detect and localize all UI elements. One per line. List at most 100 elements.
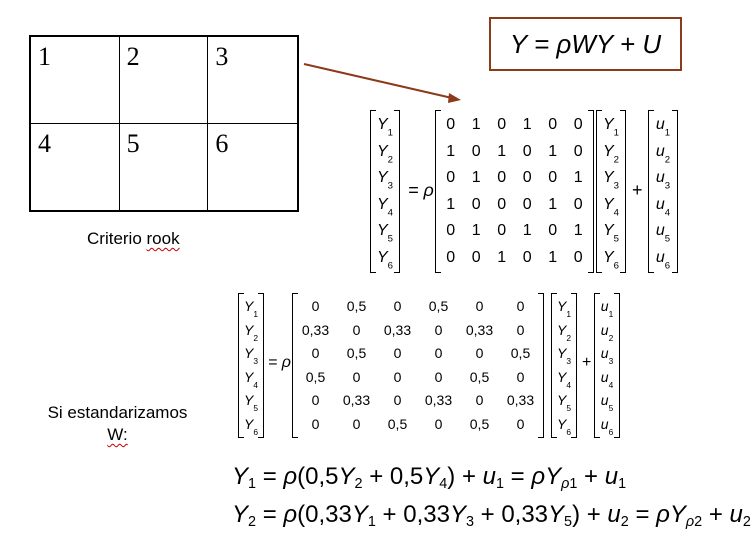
matrix-entry: 0	[311, 298, 320, 314]
grid-cell: 3	[208, 37, 297, 124]
matrix-entry: 0,33	[383, 321, 412, 338]
matrix-entry: 0	[434, 321, 443, 338]
matrix-entry: Y2	[556, 321, 571, 343]
matrix-entry: u3	[655, 169, 671, 192]
grid-cell: 1	[31, 37, 120, 124]
matrix-entry: 1	[497, 142, 507, 160]
matrix-entry: 0	[471, 195, 481, 213]
matrix-entry: 0,5	[305, 368, 326, 385]
matrix-entry: u4	[655, 195, 671, 219]
matrix-entry: 0	[522, 142, 532, 160]
matrix-entry: 0	[393, 298, 402, 314]
matrix-entry: 0	[475, 392, 484, 408]
matrix-entry: 0,5	[428, 298, 449, 314]
matrix-bracket	[596, 110, 626, 273]
matrix-bracket	[292, 293, 544, 438]
matrix-entry: 0	[475, 345, 484, 361]
matrix-entry: Y5	[243, 392, 258, 413]
region-grid: 1 2 3 4 5 6	[29, 35, 299, 212]
matrix-entry: 0,5	[346, 345, 367, 361]
matrix-entry: 0	[393, 392, 402, 408]
matrix-entry: u6	[600, 415, 614, 437]
matrix-bracket	[238, 293, 264, 438]
grid-cell: 2	[119, 37, 209, 124]
matrix-entry: Y1	[602, 116, 619, 139]
matrix-entry: u1	[600, 298, 614, 319]
matrix-entry: 1	[548, 142, 558, 160]
matrix-entry: 0,5	[469, 415, 490, 432]
matrix-entry: 0	[393, 345, 402, 361]
matrix-entry: Y1	[376, 116, 393, 139]
matrix-entry: 1	[471, 116, 481, 133]
plus-operator: +	[632, 179, 643, 200]
matrix-entry: Y6	[376, 248, 393, 272]
matrix-entry: Y5	[556, 392, 571, 413]
matrix-entry: 1	[471, 169, 481, 186]
matrix-entry: 0,33	[301, 321, 330, 338]
matrix-entry: 0,5	[387, 415, 408, 432]
matrix-entry: 0	[434, 345, 443, 361]
matrix-entry: Y6	[556, 415, 571, 437]
matrix-entry: 0,5	[510, 345, 531, 361]
matrix-entry: 0	[446, 116, 456, 133]
matrix-entry: Y4	[556, 368, 571, 390]
grid-cell: 4	[31, 123, 120, 210]
matrix-entry: 0	[497, 195, 507, 213]
matrix-entry: 0	[434, 415, 443, 432]
arrow	[303, 63, 461, 103]
matrix-entry: 0	[434, 368, 443, 385]
matrix-entry: 1	[497, 248, 507, 266]
matrix-entry: 1	[471, 222, 481, 239]
matrix-entry: 1	[573, 169, 583, 186]
formula-y1: Y1 = ρ(0,5Y2 + 0,5Y4) + u1 = ρYρ1 + u1	[232, 463, 627, 492]
matrix-entry: u5	[600, 392, 614, 413]
matrix-entry: 0	[446, 222, 456, 239]
matrix-entry: Y1	[556, 298, 571, 319]
caption-standardize: Si estandarizamos W:	[47, 403, 188, 444]
matrix-entry: 0	[497, 169, 507, 186]
matrix-entry: Y5	[602, 222, 619, 245]
plus-operator: +	[582, 353, 592, 371]
matrix-entry: u1	[655, 116, 671, 139]
grid-cell: 5	[120, 123, 209, 210]
matrix-entry: 1	[446, 195, 456, 213]
matrix-entry: 0,33	[506, 392, 535, 408]
matrix-bracket	[551, 293, 577, 438]
formula-y2: Y2 = ρ(0,33Y1 + 0,33Y3 + 0,33Y5) + u2 = …	[232, 501, 751, 530]
matrix-entry: 0	[475, 298, 484, 314]
matrix-entry: 0	[471, 248, 481, 266]
matrix-entry: 0	[311, 345, 320, 361]
matrix-bracket	[594, 293, 620, 438]
matrix-entry: Y2	[376, 142, 393, 166]
matrix-entry: 0	[311, 415, 320, 432]
matrix-entry: 0,33	[342, 392, 371, 408]
matrix-entry: 0	[311, 392, 320, 408]
matrix-bracket	[370, 110, 400, 273]
matrix-bracket	[648, 110, 678, 273]
matrix-entry: 0	[352, 368, 361, 385]
matrix-entry: u5	[655, 222, 671, 245]
matrix-entry: Y2	[602, 142, 619, 166]
matrix-entry: 0	[497, 222, 507, 239]
matrix-entry: 0	[548, 116, 558, 133]
matrix-entry: 0	[497, 116, 507, 133]
matrix-entry: 0,5	[469, 368, 490, 385]
matrix-entry: Y2	[243, 321, 258, 343]
matrix-entry: 0,33	[424, 392, 453, 408]
matrix-entry: 1	[446, 142, 456, 160]
matrix-bracket	[435, 110, 594, 273]
matrix-entry: 0	[352, 415, 361, 432]
matrix-entry: 0	[516, 321, 525, 338]
caption-rook: Criterio rook	[87, 229, 180, 248]
matrix-entry: 0	[548, 222, 558, 239]
matrix-entry: Y5	[376, 222, 393, 245]
matrix-entry: 0	[573, 248, 583, 266]
matrix-entry: 0	[471, 142, 481, 160]
matrix-entry: 0	[516, 298, 525, 314]
model-equation-box: Y = ρWY + U	[489, 17, 682, 71]
matrix-entry: 0	[522, 169, 532, 186]
rho-operator: = ρ	[268, 353, 291, 371]
matrix-entry: 0	[446, 248, 456, 266]
matrix-entry: 0	[573, 142, 583, 160]
matrix-entry: 0	[352, 321, 361, 338]
